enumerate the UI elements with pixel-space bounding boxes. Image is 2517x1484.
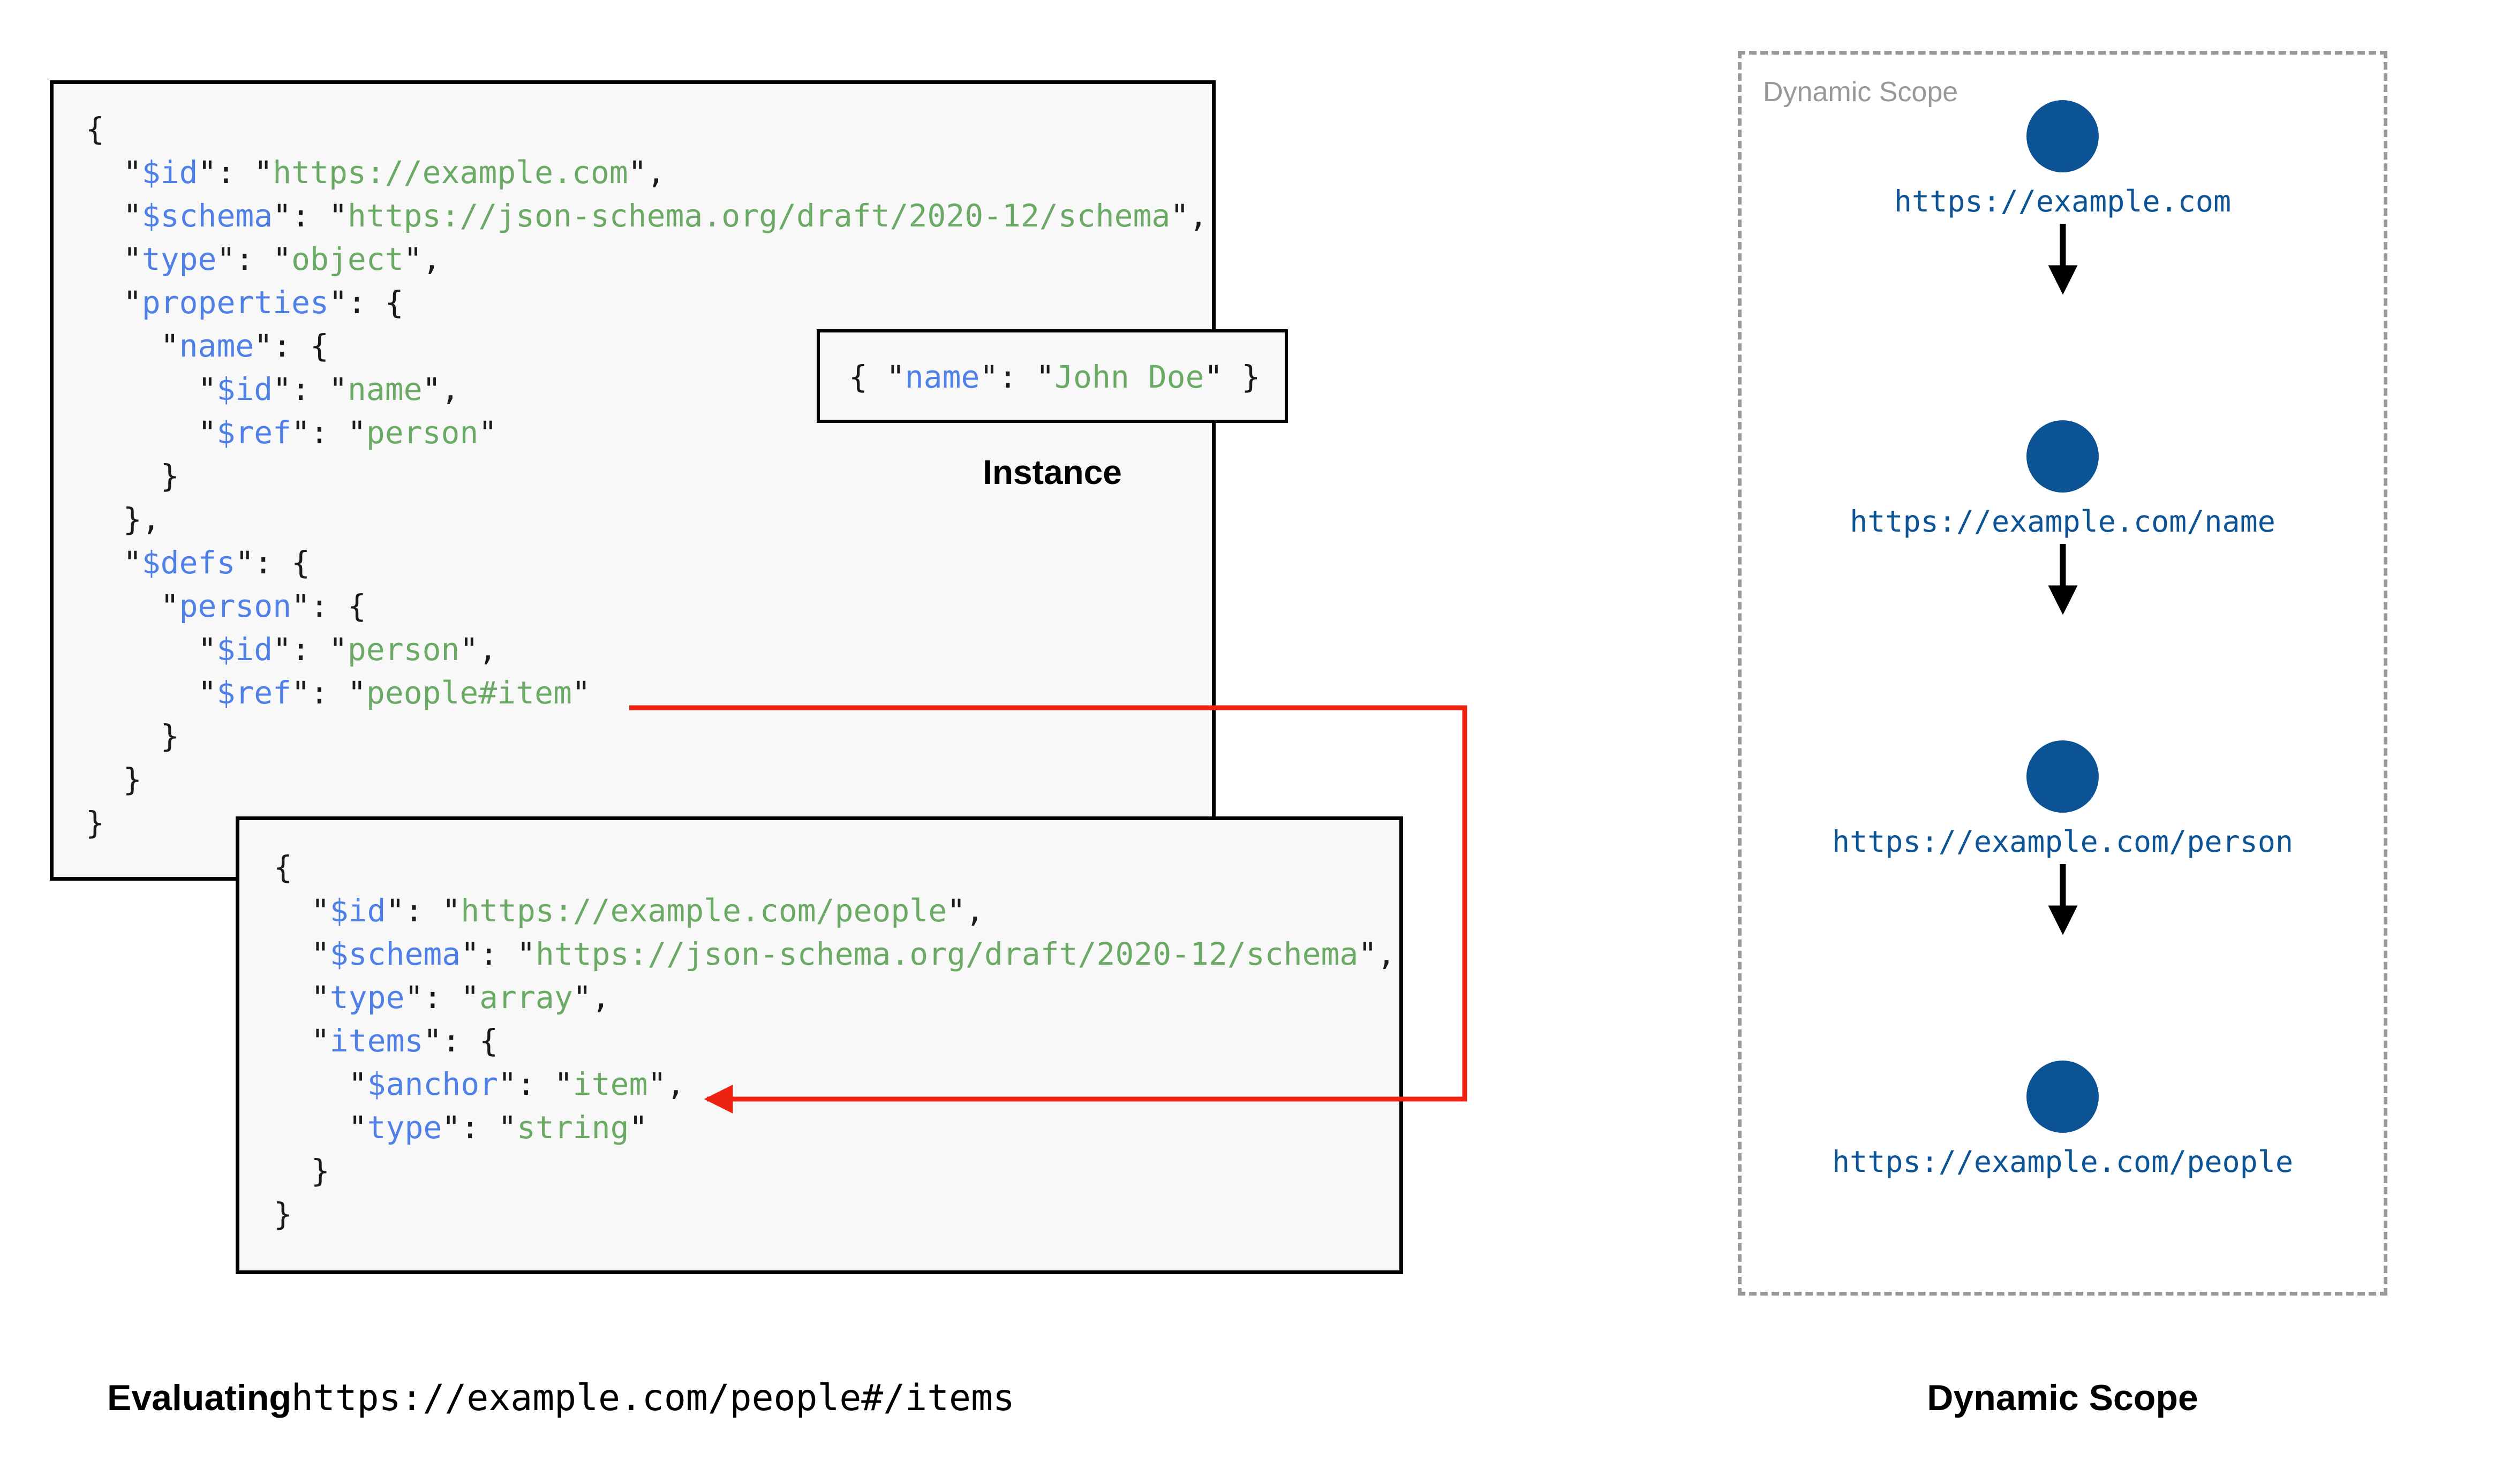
scope-down-arrow-1 <box>1742 222 2384 305</box>
scope-node-circle <box>2026 1061 2099 1133</box>
instance-box: { "name": "John Doe" } <box>817 329 1288 423</box>
scope-node-label: https://example.com/name <box>1850 504 2275 539</box>
evaluating-prefix: Evaluating <box>107 1377 291 1418</box>
scope-node-label: https://example.com/people <box>1832 1145 2293 1179</box>
scope-node-4: https://example.com/people <box>1742 1061 2384 1179</box>
instance-code: { "name": "John Doe" } <box>849 359 1261 395</box>
people-schema-code: { "$id": "https://example.com/people", "… <box>274 849 1396 1232</box>
instance-label: Instance <box>983 453 1122 491</box>
scope-node-1: https://example.com <box>1742 100 2384 218</box>
scope-down-arrow-2 <box>1742 542 2384 625</box>
evaluating-uri: https://example.com/people#/items <box>291 1377 1015 1419</box>
scope-node-label: https://example.com <box>1894 184 2232 218</box>
people-schema-box: { "$id": "https://example.com/people", "… <box>236 816 1403 1274</box>
evaluating-caption: Evaluatinghttps://example.com/people#/it… <box>107 1377 1015 1419</box>
dynamic-scope-inner-label: Dynamic Scope <box>1763 77 1958 108</box>
scope-down-arrow-3 <box>1742 862 2384 945</box>
scope-node-circle <box>2026 100 2099 172</box>
dynamic-scope-caption: Dynamic Scope <box>1927 1377 2198 1418</box>
scope-node-circle <box>2026 420 2099 493</box>
scope-node-label: https://example.com/person <box>1832 824 2293 859</box>
root-schema-code: { "$id": "https://example.com", "$schema… <box>86 111 1208 841</box>
scope-node-2: https://example.com/name <box>1742 420 2384 539</box>
scope-node-circle <box>2026 740 2099 813</box>
scope-chain: https://example.com https://example.com/n… <box>1742 55 2384 1292</box>
scope-node-3: https://example.com/person <box>1742 740 2384 859</box>
